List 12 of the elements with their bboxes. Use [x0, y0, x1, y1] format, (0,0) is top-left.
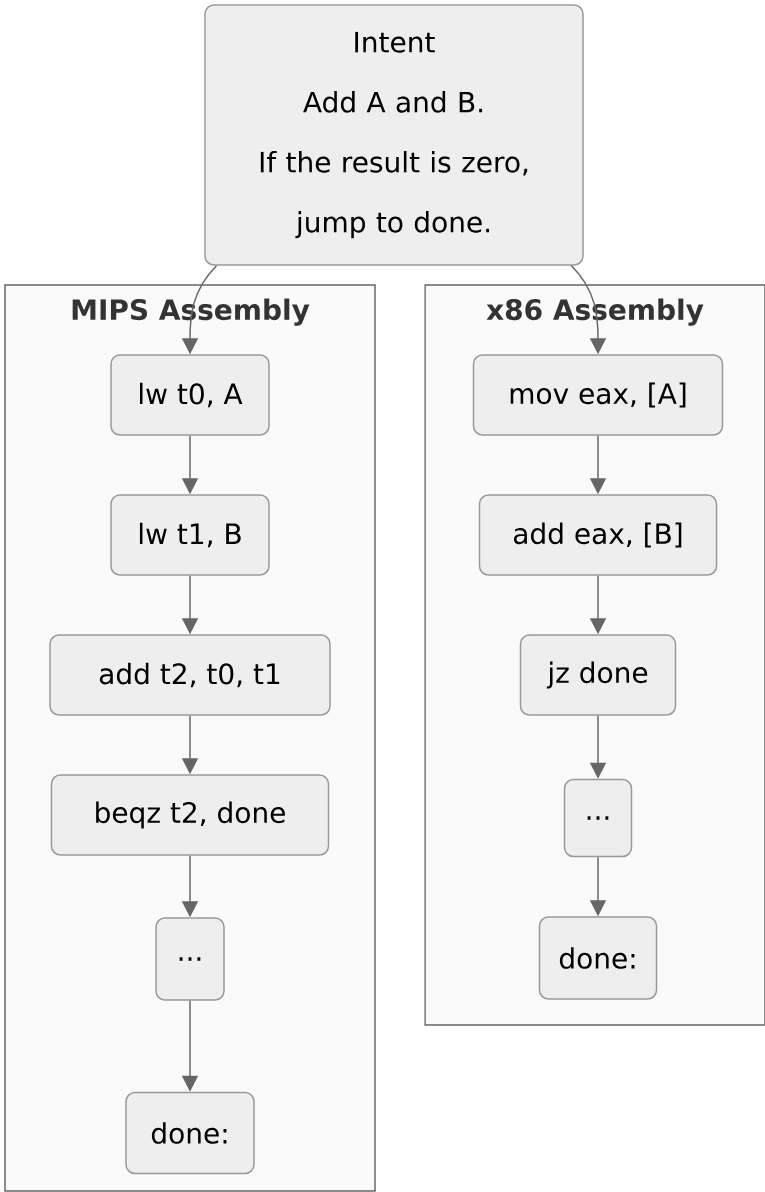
instruction-box: lw t1, B	[110, 494, 270, 576]
instruction-box: jz done	[519, 634, 677, 716]
instruction-box: add t2, t0, t1	[49, 634, 331, 716]
instruction-box: beqz t2, done	[50, 774, 330, 856]
instruction-box: done:	[125, 1091, 255, 1175]
instruction-box: done:	[538, 916, 658, 1000]
instruction-box: mov eax, [A]	[472, 354, 724, 436]
instruction-box: ...	[563, 778, 633, 858]
instruction-box: ...	[155, 917, 225, 1001]
instruction-box: add eax, [B]	[478, 494, 718, 576]
instruction-box: lw t0, A	[110, 354, 270, 436]
intent-box: Intent Add A and B. If the result is zero, jump to done.	[204, 4, 584, 266]
